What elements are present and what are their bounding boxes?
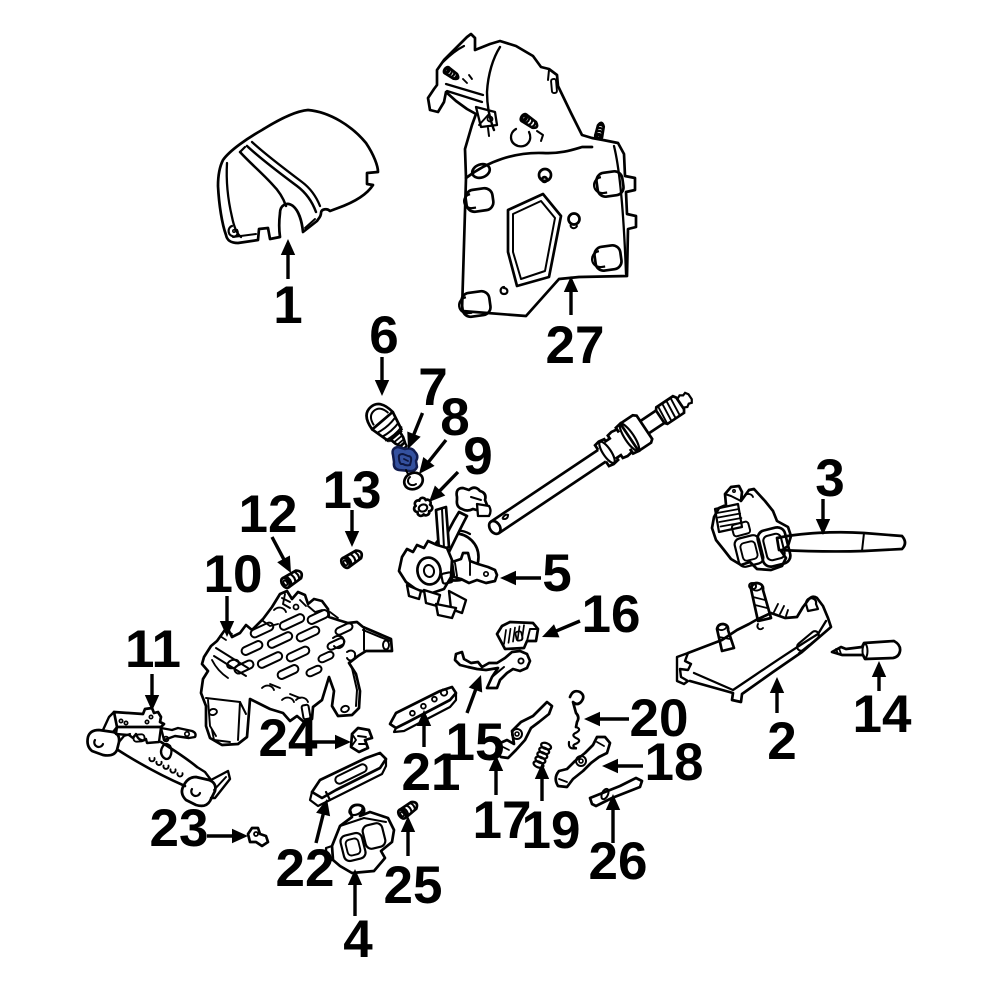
svg-text:10: 10 (204, 545, 263, 604)
svg-text:5: 5 (542, 544, 571, 603)
svg-text:9: 9 (463, 427, 492, 486)
svg-text:4: 4 (343, 910, 373, 969)
svg-text:18: 18 (645, 733, 704, 792)
svg-text:26: 26 (589, 832, 648, 891)
svg-text:16: 16 (582, 585, 641, 644)
svg-text:3: 3 (815, 449, 844, 508)
svg-text:22: 22 (276, 839, 335, 898)
svg-text:2: 2 (767, 712, 796, 771)
svg-text:12: 12 (239, 485, 298, 544)
svg-text:27: 27 (546, 316, 605, 375)
svg-text:8: 8 (440, 388, 469, 447)
svg-text:7: 7 (418, 358, 447, 417)
svg-text:6: 6 (369, 306, 398, 365)
svg-text:14: 14 (853, 685, 912, 744)
svg-text:25: 25 (384, 856, 443, 915)
svg-text:15: 15 (446, 713, 505, 772)
svg-text:19: 19 (522, 801, 581, 860)
svg-text:17: 17 (473, 791, 532, 850)
svg-text:20: 20 (630, 689, 689, 748)
svg-text:23: 23 (150, 799, 209, 858)
svg-text:13: 13 (323, 461, 382, 520)
svg-text:21: 21 (402, 743, 461, 802)
svg-text:24: 24 (259, 709, 318, 768)
svg-text:1: 1 (273, 276, 302, 335)
svg-text:11: 11 (125, 620, 181, 679)
